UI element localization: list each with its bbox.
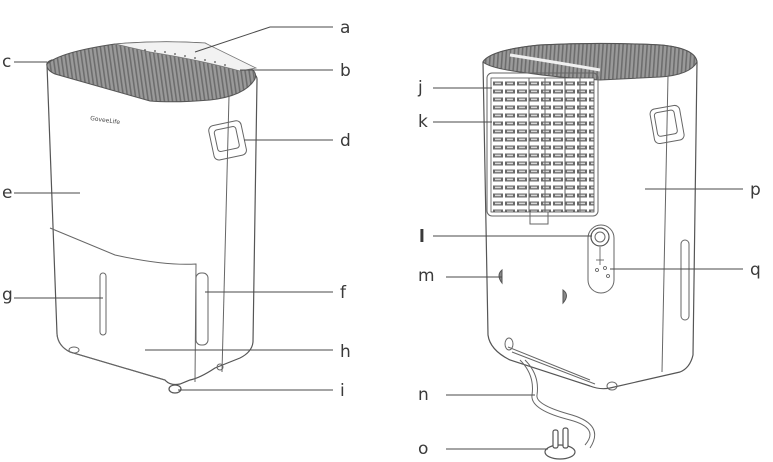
label-d: d: [340, 131, 351, 151]
cord-hook-center: [562, 289, 567, 305]
label-e: e: [2, 183, 12, 203]
label-i: i: [340, 381, 345, 401]
label-j: j: [417, 78, 423, 98]
front-labels: a b c d e f g h i: [2, 18, 351, 401]
drain-outlet: [590, 227, 610, 247]
label-o: o: [418, 439, 428, 459]
power-plug: [544, 427, 576, 460]
label-c: c: [2, 52, 11, 72]
label-n: n: [418, 385, 429, 405]
water-level-window: [99, 272, 107, 336]
label-p: p: [750, 180, 761, 200]
label-l: l: [419, 227, 425, 247]
side-handle: [208, 120, 247, 161]
rear-view: [482, 42, 698, 460]
wheel-front-right: [168, 384, 182, 394]
label-q: q: [750, 260, 761, 280]
label-g: g: [2, 285, 13, 305]
front-leaders: [14, 26, 333, 391]
power-cord: [507, 346, 596, 449]
rear-labels: j k l m n o p q: [417, 78, 761, 459]
panel-icons: [595, 247, 610, 278]
rear-leaders: [433, 87, 743, 450]
label-b: b: [340, 61, 351, 81]
label-f: f: [340, 283, 347, 303]
label-k: k: [418, 112, 428, 132]
brand-logo: GoveeLife: [90, 115, 121, 126]
rear-top-grille: [482, 43, 698, 81]
label-m: m: [418, 266, 435, 286]
filter-frame: [486, 72, 599, 217]
drain-panel: [587, 224, 615, 294]
label-h: h: [340, 342, 351, 362]
control-buttons: [144, 49, 226, 66]
front-view: GoveeLife: [46, 41, 258, 394]
air-filter: [490, 77, 595, 213]
tank-handle: [195, 272, 209, 346]
rear-side-handle: [649, 104, 685, 145]
wheel-front-left: [68, 346, 80, 354]
label-a: a: [340, 18, 350, 38]
